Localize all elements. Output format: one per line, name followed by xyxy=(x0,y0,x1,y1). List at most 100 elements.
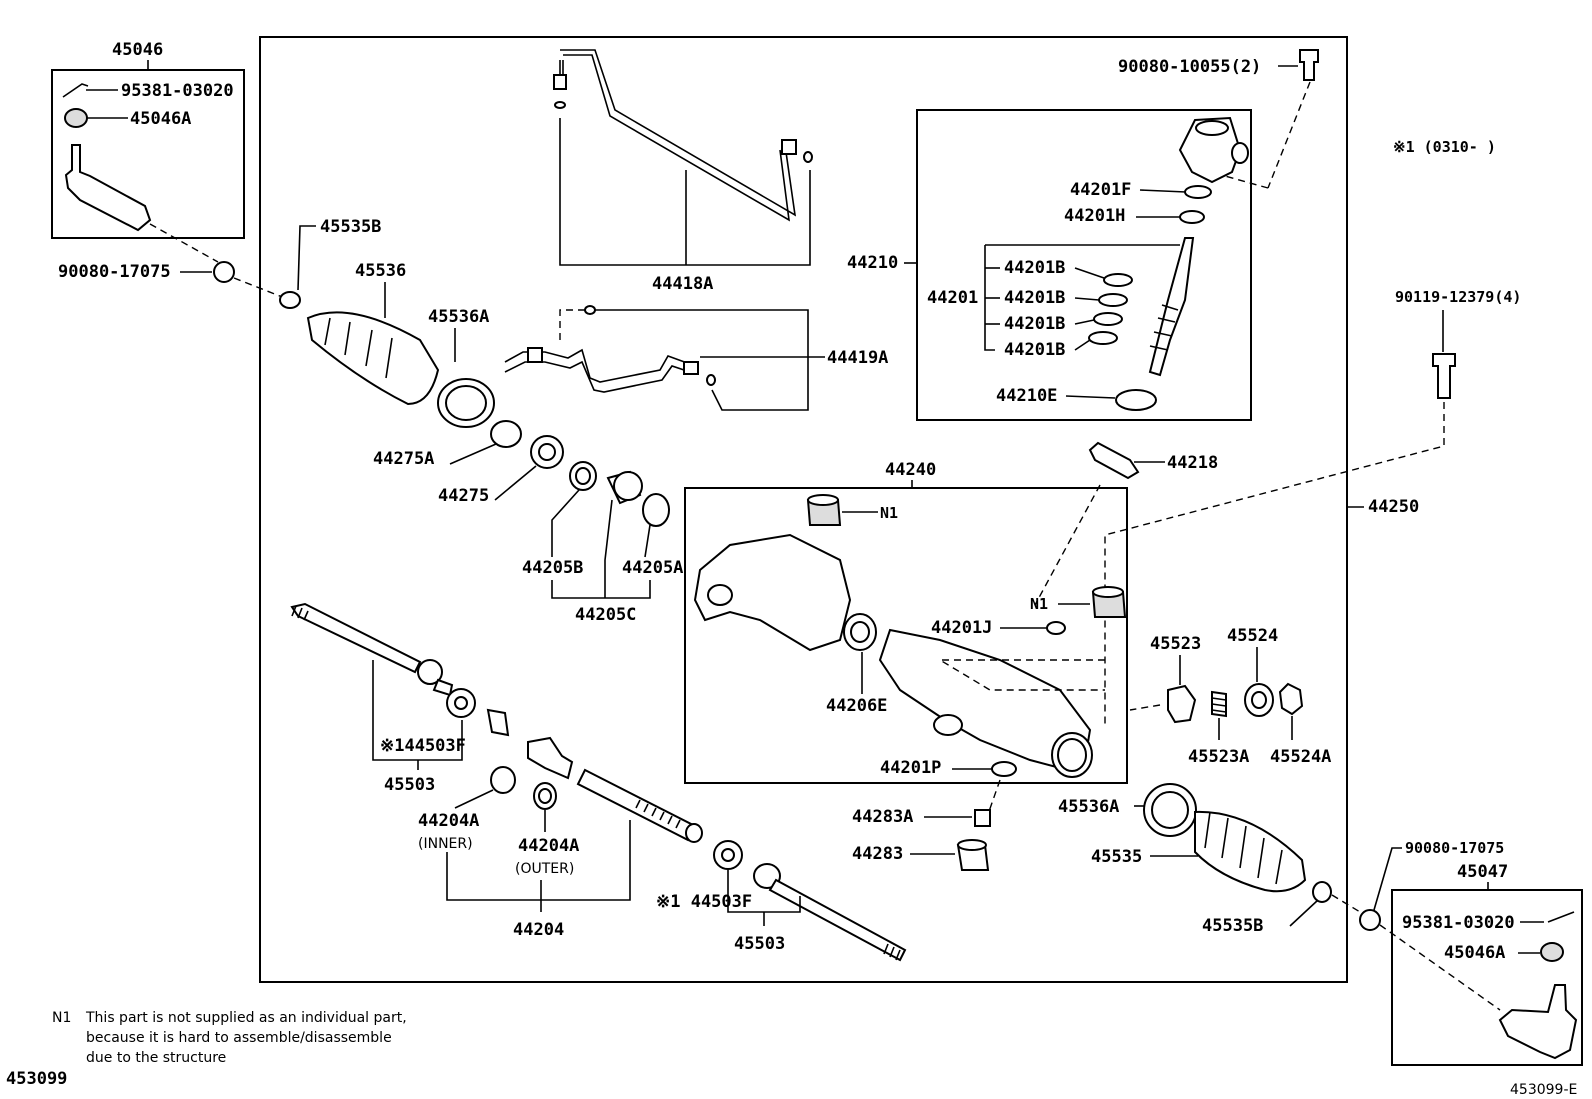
cotter-pin-right xyxy=(1547,911,1575,923)
label-44201p: 44201P xyxy=(880,758,941,778)
dashed-leader xyxy=(559,309,585,345)
bracket-44204 xyxy=(446,820,631,901)
seal-44201b-3 xyxy=(1093,312,1123,326)
plug-44283-top xyxy=(957,839,987,851)
diagram-id: 453099 xyxy=(6,1069,67,1089)
label-44205c: 44205C xyxy=(575,605,636,625)
boot-ribs xyxy=(1204,811,1283,885)
clip-45535b-top xyxy=(279,291,301,309)
label-90080-10055: 90080-10055(2) xyxy=(1118,57,1261,77)
tube-44418a xyxy=(559,49,797,217)
label-45524: 45524 xyxy=(1227,626,1278,646)
label-45524a: 45524A xyxy=(1270,747,1331,767)
housing-box xyxy=(684,487,1128,784)
label-44240: 44240 xyxy=(885,460,936,480)
tie-rod-end-left xyxy=(64,144,152,232)
bushing-44205c-face xyxy=(613,471,643,501)
label-44201b-4: 44201B xyxy=(1004,340,1065,360)
valve-housing xyxy=(1178,116,1242,184)
boot-45536 xyxy=(306,311,440,406)
n1-note-marker: N1 xyxy=(52,1010,71,1026)
ring-44275a xyxy=(490,420,522,448)
label-44275: 44275 xyxy=(438,486,489,506)
leader xyxy=(1289,899,1319,927)
label-44283a: 44283A xyxy=(852,807,913,827)
clip-45535b-bottom xyxy=(1312,881,1332,903)
ring-44201h xyxy=(1179,210,1205,224)
housing-end-inner xyxy=(1057,738,1087,772)
label-45535b-top: 45535B xyxy=(320,217,381,237)
yoke-45523 xyxy=(1167,684,1197,724)
label-45535b-bottom: 45535B xyxy=(1202,916,1263,936)
tube-fitting xyxy=(781,139,797,155)
nut-right xyxy=(1359,909,1381,931)
bearing-44210e xyxy=(1115,389,1157,411)
label-n1-upper: N1 xyxy=(880,504,898,522)
rod-stub xyxy=(432,678,454,697)
tube-fitting xyxy=(527,347,543,363)
clamp-inner xyxy=(445,385,487,421)
label-44210: 44210 xyxy=(847,253,898,273)
rod-ball-left xyxy=(417,659,443,685)
tie-rod-end-right-box xyxy=(1391,889,1583,1066)
nut-left xyxy=(213,261,235,283)
label-44201f: 44201F xyxy=(1070,180,1131,200)
label-44210e: 44210E xyxy=(996,386,1057,406)
seal-44201b-4 xyxy=(1088,331,1118,345)
bracket-44419a xyxy=(595,309,809,411)
o-ring xyxy=(706,374,716,386)
bushing-small xyxy=(486,708,510,737)
label-45046: 45046 xyxy=(112,40,163,60)
label-45535: 45535 xyxy=(1091,847,1142,867)
seal-44201b-1 xyxy=(1103,273,1133,287)
washer-44503f-left-inner xyxy=(454,696,468,710)
rod-thread xyxy=(291,605,309,621)
label-44201h: 44201H xyxy=(1064,206,1125,226)
rod-ball-right xyxy=(753,863,781,889)
leader xyxy=(551,489,580,557)
castle-nut-right xyxy=(1540,942,1564,962)
label-44206e: 44206E xyxy=(826,696,887,716)
label-44201: 44201 xyxy=(927,288,978,308)
cap-45524-inner xyxy=(1251,691,1267,709)
leader xyxy=(1074,339,1091,351)
label-44275a: 44275A xyxy=(373,449,434,469)
dashed-leader xyxy=(937,659,1105,691)
dashed-leader xyxy=(1267,81,1311,189)
castle-nut-left xyxy=(64,108,88,128)
clamp-inner xyxy=(1151,791,1189,829)
label-44418a: 44418A xyxy=(652,274,713,294)
n1-part-top xyxy=(807,494,839,506)
label-44503f-left: ※144503F xyxy=(380,736,466,756)
rack-end xyxy=(527,736,574,780)
spring-coils xyxy=(1211,697,1227,713)
label-90080-17075-left: 90080-17075 xyxy=(58,262,171,282)
cap-44201p xyxy=(991,761,1017,777)
tube-44418a-outer xyxy=(562,54,791,222)
label-45503-right: 45503 xyxy=(734,934,785,954)
o-ring xyxy=(584,305,596,315)
n1-note-line-1: This part is not supplied as an individu… xyxy=(85,1010,407,1026)
inner-tie-rod-right xyxy=(768,878,907,962)
boot-ribs xyxy=(324,317,393,379)
valve-top xyxy=(1195,120,1229,136)
tie-rod-end-right xyxy=(1498,984,1578,1060)
seal-44201f xyxy=(1184,185,1212,199)
dashed-leader xyxy=(1224,175,1269,189)
dashed-leader xyxy=(1034,484,1101,606)
label-44201b-2: 44201B xyxy=(1004,288,1065,308)
figure-code: 453099-E xyxy=(1510,1082,1577,1098)
label-45503-left: 45503 xyxy=(384,775,435,795)
label-45536a-top: 45536A xyxy=(428,307,489,327)
leader xyxy=(1074,297,1100,301)
label-44201b-1: 44201B xyxy=(1004,258,1065,278)
leader xyxy=(454,789,494,809)
bolt-90119 xyxy=(1432,353,1456,399)
label-44218: 44218 xyxy=(1167,453,1218,473)
label-45523: 45523 xyxy=(1150,634,1201,654)
label-inner: (INNER) xyxy=(418,836,473,852)
dashed-leader xyxy=(1129,704,1161,711)
label-90119-12379: 90119-12379(4) xyxy=(1395,288,1521,306)
